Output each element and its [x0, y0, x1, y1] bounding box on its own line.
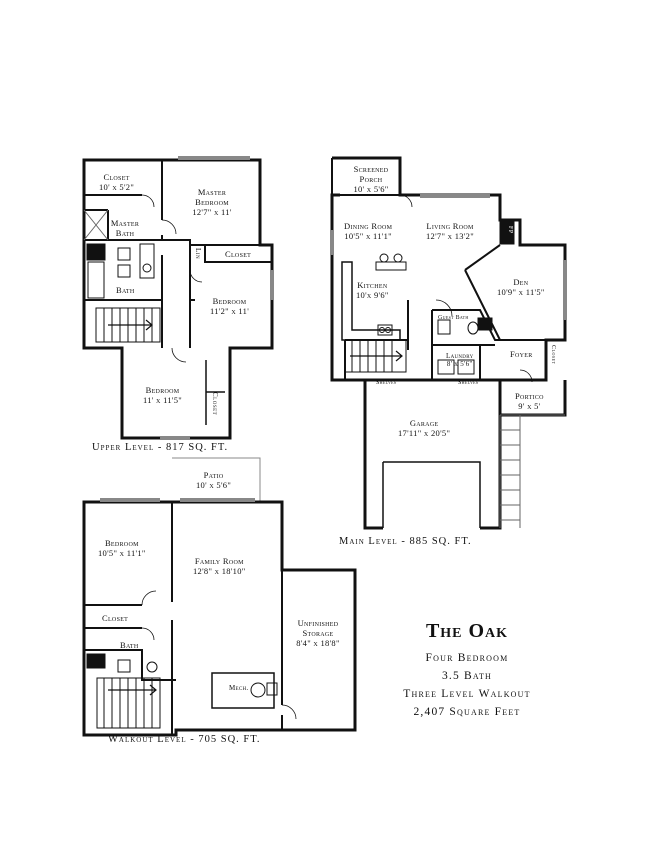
room-dimensions: 12'7" x 11' — [192, 207, 232, 217]
room-name: Bath — [116, 285, 135, 295]
room-dimensions: 10'5" x 11'1" — [344, 231, 392, 241]
fireplace-label: FP — [507, 226, 513, 234]
family-room-label: Family Room 12'8" x 18'10" — [193, 556, 246, 576]
room-name: Closet — [103, 172, 130, 182]
plan-bedrooms: Four Bedroom — [425, 652, 509, 664]
guest-bath-label: Guest Bath — [438, 315, 469, 321]
walkout-level-caption: Walkout Level - 705 SQ. FT. — [108, 734, 261, 745]
patio-label: Patio 10' x 5'6" — [196, 470, 231, 490]
upper-closet-label: Closet 10' x 5'2" — [99, 172, 134, 192]
linen-closet-label: Lin — [194, 248, 202, 260]
mech-label: Mech. — [229, 684, 249, 692]
walkout-bedroom-label: Bedroom 10'5" x 11'1" — [98, 538, 146, 558]
plan-name: The Oak — [425, 620, 509, 642]
room-name: Bedroom — [145, 385, 180, 395]
room-dimensions: 8' x 5'6" — [446, 360, 473, 368]
room-name: Garage — [409, 418, 439, 428]
room-name: Bath — [120, 640, 139, 650]
room-dimensions: 10'5" x 11'1" — [98, 548, 146, 558]
storage-label: Unfinished Storage 8'4" x 18'8" — [290, 618, 346, 648]
room-name: Patio — [203, 470, 224, 480]
room-dimensions: 12'8" x 18'10" — [193, 566, 246, 576]
living-room-label: Living Room 12'7" x 13'2" — [426, 221, 474, 241]
kitchen-label: Kitchen 10'x 9'6" — [356, 280, 389, 300]
main-level-plan — [330, 156, 567, 530]
dining-room-label: Dining Room 10'5" x 11'1" — [344, 221, 392, 241]
plan-baths: 3.5 Bath — [441, 670, 493, 682]
walkout-closet-label: Closet — [102, 613, 128, 623]
den-label: Den 10'9" x 11'5" — [497, 277, 545, 297]
room-name: Master Bath — [110, 218, 140, 238]
upper-bath-label: Bath — [116, 285, 135, 295]
laundry-label: Laundry 8' x 5'6" — [446, 352, 474, 368]
room-name: Closet — [225, 249, 252, 259]
room-dimensions: 12'7" x 13'2" — [426, 231, 474, 241]
room-name: Bedroom — [104, 538, 139, 548]
shelves-label-1: Shelves — [376, 380, 397, 386]
room-name: Dining Room — [344, 221, 393, 231]
room-name: Foyer — [510, 349, 533, 359]
room-dimensions: 11'2" x 11' — [210, 306, 250, 316]
room-dimensions: 10'9" x 11'5" — [497, 287, 545, 297]
room-name: Den — [513, 277, 529, 287]
room-name: Screened Porch — [353, 164, 389, 184]
plan-style: Three Level Walkout — [403, 688, 531, 700]
room-name: Kitchen — [357, 280, 388, 290]
room-name: Portico — [515, 391, 544, 401]
master-bedroom-label: Master Bedroom 12'7" x 11' — [187, 187, 237, 217]
upper-closet3-label: Closet — [211, 392, 219, 416]
plan-total-area: 2,407 Square Feet — [413, 706, 521, 718]
room-dimensions: 8'4" x 18'8" — [296, 638, 340, 648]
room-dimensions: 10'x 9'6" — [356, 290, 389, 300]
bedroom2-label: Bedroom 11' x 11'5" — [143, 385, 182, 405]
foyer-label: Foyer — [510, 349, 533, 359]
garage-label: Garage 17'11" x 20'5" — [398, 418, 450, 438]
upper-closet2-label: Closet — [225, 249, 251, 259]
room-dimensions: 11' x 11'5" — [143, 395, 183, 405]
room-dimensions: 10' x 5'6" — [353, 184, 389, 194]
foyer-closet-label: Closet — [550, 345, 556, 365]
room-dimensions: 10' x 5'6" — [196, 480, 232, 490]
room-dimensions: 17'11" x 20'5" — [398, 428, 451, 438]
main-level-caption: Main Level - 885 SQ. FT. — [339, 536, 472, 547]
room-name: Bedroom — [212, 296, 247, 306]
room-name: Family Room — [194, 556, 244, 566]
master-bath-label: Master Bath — [108, 218, 142, 238]
bedroom1-label: Bedroom 11'2" x 11' — [210, 296, 249, 316]
room-name: Unfinished Storage — [297, 618, 339, 638]
portico-label: Portico 9' x 5' — [515, 391, 544, 411]
shelves-label-2: Shelves — [458, 380, 479, 386]
walkout-level-plan — [82, 457, 357, 737]
room-name: Living Room — [426, 221, 474, 231]
room-name: Master Bedroom — [195, 187, 229, 207]
upper-level-plan — [82, 156, 274, 440]
walkout-bath-label: Bath — [120, 640, 139, 650]
room-dimensions: 10' x 5'2" — [99, 182, 135, 192]
upper-level-caption: Upper Level - 817 SQ. FT. — [92, 442, 229, 453]
screened-porch-label: Screened Porch 10' x 5'6" — [351, 164, 391, 194]
room-name: Closet — [102, 613, 129, 623]
room-dimensions: 9' x 5' — [518, 401, 541, 411]
plan-title-block: The Oak Four Bedroom 3.5 Bath Three Leve… — [372, 620, 562, 721]
room-name: Laundry — [446, 352, 474, 360]
